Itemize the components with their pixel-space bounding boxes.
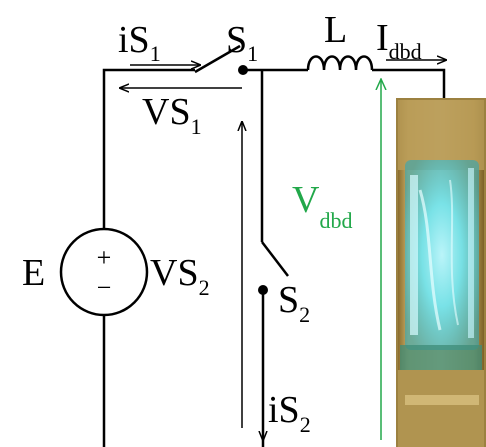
- voltage-source: + −: [59, 227, 149, 317]
- inductor-coil: [306, 55, 374, 71]
- label-inductor: L: [324, 9, 347, 51]
- label-current-s1: iS1: [118, 19, 161, 66]
- switch-s1: [194, 44, 248, 75]
- arrows: [120, 60, 446, 440]
- label-voltage-dbd: Vdbd: [292, 179, 352, 233]
- label-current-dbd: Idbd: [376, 17, 422, 64]
- label-voltage-s1: VS1: [142, 91, 202, 139]
- source-minus-sign: −: [97, 273, 112, 302]
- wire-left-top: [102, 68, 195, 447]
- label-source-e: E: [22, 252, 45, 294]
- source-plus-sign: +: [97, 243, 112, 272]
- label-voltage-s2: VS2: [150, 252, 210, 300]
- wire-inductor-to-lamp: [372, 68, 446, 98]
- label-switch-s1: S1: [226, 19, 258, 66]
- label-current-s2: iS2: [268, 389, 311, 437]
- dbd-lamp-plasma-photo: [396, 98, 486, 447]
- switch-s2: [258, 241, 289, 295]
- label-switch-s2: S2: [278, 279, 310, 327]
